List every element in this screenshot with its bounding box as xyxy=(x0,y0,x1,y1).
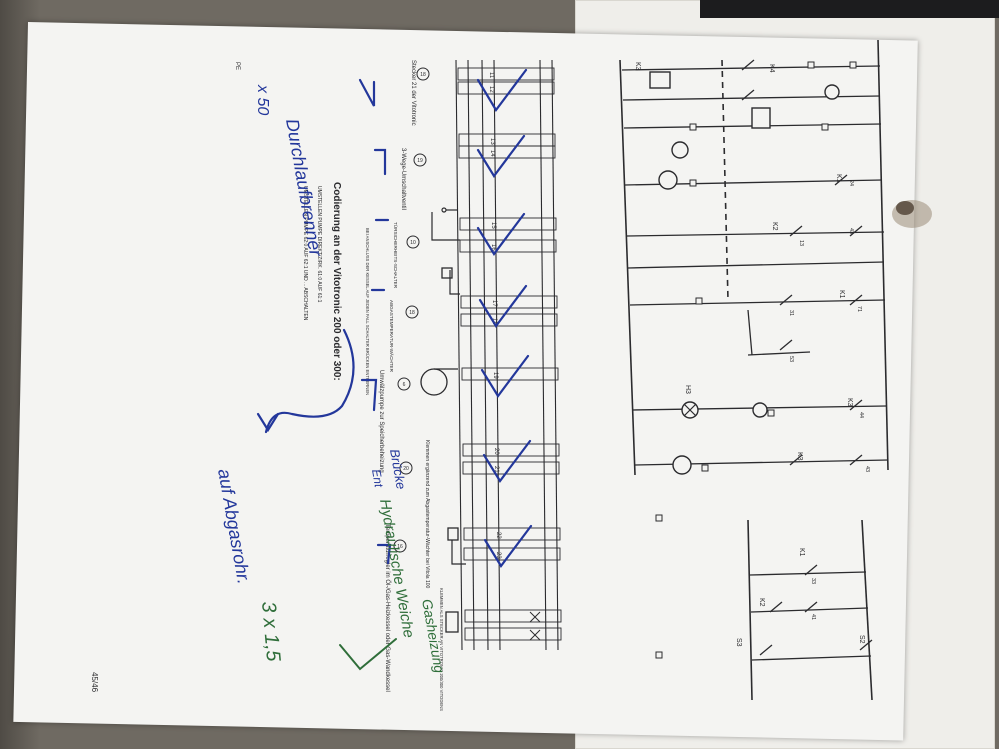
relay-label: K2 xyxy=(758,598,765,607)
power-rails xyxy=(619,39,889,701)
contact-number: 53 xyxy=(788,356,794,362)
note-ent: Ent xyxy=(369,468,386,489)
ventil-symbol-icon xyxy=(658,170,678,190)
note-3x15: 3 x 1,5 xyxy=(257,601,284,664)
dark-object xyxy=(700,0,999,18)
relay-label: H3 xyxy=(684,385,691,394)
terminal-number: 14 xyxy=(489,150,495,157)
m-symbol-icon xyxy=(752,402,768,418)
circle-number: 18 xyxy=(409,310,415,316)
terminal-number: 15 xyxy=(490,222,496,229)
terminal-number: 19 xyxy=(492,372,498,379)
relay-label: K3 xyxy=(634,62,641,71)
circle-number-label-group: 18 19 10 18 6 20 16 xyxy=(397,72,426,550)
contact-number: 41 xyxy=(810,614,816,620)
relay-label: K3 xyxy=(846,398,853,407)
relay-label: K2 xyxy=(771,222,778,231)
relay-label: K1 xyxy=(838,290,845,299)
terminal-number: 13 xyxy=(489,138,495,145)
contact-number: 71 xyxy=(856,306,862,312)
contact-number: 13 xyxy=(798,240,804,246)
ladder-rungs xyxy=(621,65,889,661)
relay-label: K4 xyxy=(768,64,775,73)
terminal-number: 22 xyxy=(495,532,501,539)
contact-number: 43 xyxy=(864,466,870,472)
coding-line-1: UMSTELLEN PUMPE DIREKT/ZIRK. 61:0 AUF 61… xyxy=(316,186,322,303)
lower-components xyxy=(420,267,459,633)
symbols xyxy=(658,84,840,475)
terminal-number: 20 xyxy=(493,448,499,455)
lower-wires xyxy=(431,207,466,565)
terminal-number: 16 xyxy=(490,244,496,251)
contact-number: 31 xyxy=(788,310,794,316)
contact-number: 44 xyxy=(858,412,864,418)
terminal-x-marks xyxy=(529,611,541,641)
label-umwaelzpumpe: Umwälzpumpe zur Speicherbeheizung xyxy=(378,370,384,473)
relay-label: K1 xyxy=(835,174,842,183)
contact-number: 43 xyxy=(848,228,854,234)
relay-label: K3 xyxy=(796,452,803,461)
contact-number-group: 24 43 13 71 31 53 44 43 33 41 xyxy=(788,180,870,620)
relay-coils xyxy=(649,71,771,129)
note-hydraulische: Hydraulische Weiche xyxy=(376,498,417,639)
terminal-number: 23 xyxy=(495,552,501,559)
regler-box-icon xyxy=(447,527,459,541)
printed-label-group: Stecker 21 der Vitotronic 3-Wege-Umschal… xyxy=(365,60,444,711)
stain-core xyxy=(896,201,914,215)
terminal-number: 17 xyxy=(491,300,497,307)
note-x50: x 50 xyxy=(254,84,271,115)
note-bruecke: Brücke xyxy=(387,448,409,490)
coding-heading: Codierung an der Vitotronic 200 oder 300… xyxy=(331,182,342,381)
label-klemmen-note: KLEMMEN ALS STECKER AN VITOTRONIC 200/30… xyxy=(439,588,444,711)
circle-number-group xyxy=(393,67,430,553)
contact-number: 33 xyxy=(810,578,816,584)
terminal-number: 21 xyxy=(493,466,499,473)
terminal-cells xyxy=(457,67,562,641)
relay-label: K1 xyxy=(798,548,805,557)
blue-check-marks xyxy=(256,68,533,568)
terminal-number: 12 xyxy=(488,86,494,93)
lamp-cross-icon xyxy=(683,403,697,417)
sensor-box-icon xyxy=(441,267,453,279)
label-tuersicherheit: TÜRSICHERHEITS-SCHALTER xyxy=(393,222,399,289)
pump-motor-icon xyxy=(420,368,448,396)
label-klemmen: Klemmen ergänzend zum Abgastemperatur-Wä… xyxy=(424,440,430,589)
circle-number: 10 xyxy=(410,240,416,246)
circle-number: 19 xyxy=(417,158,423,164)
page-number: 45/46 xyxy=(90,672,99,693)
label-tuer-note: BEI ANSCHLUSS DER KESSEL AUF JEDEN FALL … xyxy=(365,228,370,395)
circle-number: 16 xyxy=(397,544,403,550)
relay-label: S3 xyxy=(735,638,742,647)
terminal-number: 11 xyxy=(488,72,494,79)
s1-symbol-icon xyxy=(824,84,840,100)
label-temperaturregler: Temperaturregler im Öl-/Gas-Heizkessel o… xyxy=(384,524,391,692)
klemmen-box-icon xyxy=(445,611,459,633)
circle-number: 18 xyxy=(420,72,426,78)
relay-label: S2 xyxy=(858,635,865,644)
motor-icon xyxy=(672,455,692,475)
note-abgasrohr: auf Abgasrohr. xyxy=(214,467,254,585)
relay-label-group: K3 K4 K1 K2 K1 H3 K3 K3 K1 K2 S2 S3 xyxy=(634,62,865,647)
corner-mark: PE xyxy=(234,62,240,70)
green-handwriting-group: Hydraulische Weiche Gasheizung 3 x 1,5 xyxy=(257,498,448,675)
contact-number: 24 xyxy=(848,180,854,186)
green-check-mark xyxy=(339,638,397,671)
relay-contacts xyxy=(741,59,873,656)
circle-number: 6 xyxy=(403,382,406,388)
h2-symbol-icon xyxy=(671,141,689,159)
terminal-strip xyxy=(455,59,559,651)
coding-line-2: UMSTELLEN PUMPE 62:0 AUF 62:1 UND ... AB… xyxy=(302,186,308,321)
circle-number: 20 xyxy=(403,466,409,472)
label-umschaltventil: 3-Wege-Umschaltventil xyxy=(400,148,406,210)
terminal-squares xyxy=(655,61,857,659)
label-stecker: Stecker 21 der Vitotronic xyxy=(410,60,416,126)
label-abgastemp: ABGASTEMPERATUR-WÄCHTER xyxy=(389,300,395,373)
